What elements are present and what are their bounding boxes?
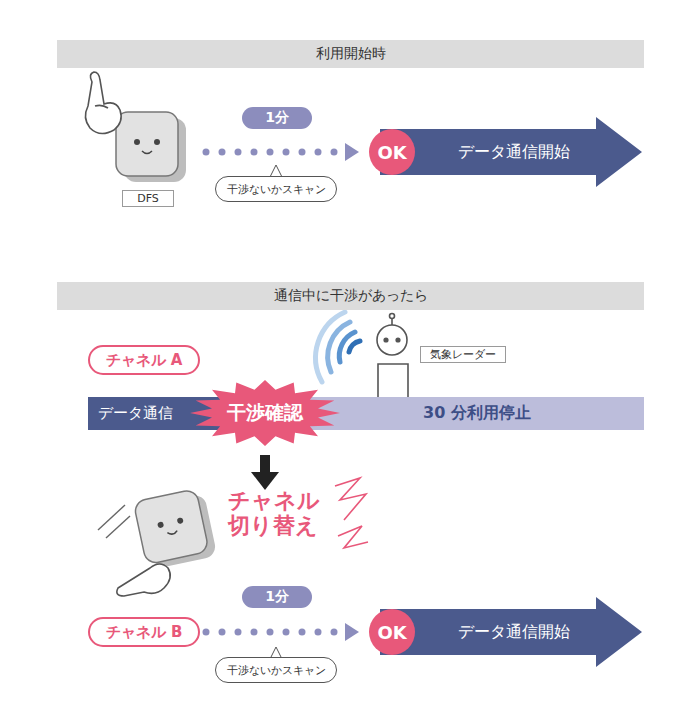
node-text: チャネル A xyxy=(106,351,183,370)
time-pill: 1分 xyxy=(242,107,312,129)
node-text: 干渉確認 xyxy=(227,400,303,426)
arrow-body xyxy=(380,597,642,667)
ok-circle: OK xyxy=(369,609,415,655)
node-text: OK xyxy=(377,622,406,643)
channel-pill: チャネル B xyxy=(88,617,200,647)
connector-dot xyxy=(219,629,226,636)
channel-pill: チャネル A xyxy=(88,345,200,375)
radar-label: 気象レーダー xyxy=(420,346,506,363)
node-text: 干渉ないかスキャン xyxy=(227,182,326,197)
node-text: 干渉ないかスキャン xyxy=(227,663,326,678)
radar-waves xyxy=(316,312,360,382)
node-text: 気象レーダー xyxy=(430,347,496,362)
stop-band: 30 分利用停止 xyxy=(310,397,644,430)
zigzag xyxy=(335,478,368,548)
connector-dot xyxy=(299,629,306,636)
connector-dot xyxy=(283,629,290,636)
node-text: OK xyxy=(377,142,406,163)
node-text: データ通信 xyxy=(98,404,173,423)
arrow-head xyxy=(345,623,359,641)
burst-body xyxy=(190,380,340,446)
ok-circle: OK xyxy=(369,129,415,175)
connector-dot xyxy=(251,629,258,636)
arrow-body xyxy=(380,117,642,187)
device-icon xyxy=(133,487,217,570)
device-label: DFS xyxy=(122,190,174,207)
node-text: データ通信開始 xyxy=(458,622,570,643)
result-arrow: データ通信開始 xyxy=(380,117,642,187)
node-text: 1分 xyxy=(265,588,289,606)
connector-dot xyxy=(331,629,338,636)
node-text: チャネル B xyxy=(106,623,183,642)
node-text: 通信中に干渉があったら xyxy=(274,287,428,305)
motion-lines xyxy=(98,505,130,538)
connector-dot xyxy=(235,629,242,636)
switch-label: チャネル 切り替え xyxy=(228,488,328,539)
node-text: 1分 xyxy=(265,109,289,127)
time-pill: 1分 xyxy=(242,586,312,608)
radar-icon xyxy=(377,314,408,399)
down-arrow xyxy=(251,455,279,490)
interference-burst: 干渉確認 xyxy=(190,380,340,446)
dotted-connector xyxy=(203,623,360,641)
node-text: データ通信開始 xyxy=(458,142,570,163)
result-arrow: データ通信開始 xyxy=(380,597,642,667)
node-text: 30 分利用停止 xyxy=(423,403,531,424)
speech-bubble: 干渉ないかスキャン xyxy=(215,657,337,683)
dotted-line xyxy=(203,143,360,161)
section-header: 通信中に干渉があったら xyxy=(57,282,644,310)
connector-dot xyxy=(267,629,274,636)
node-text: 利用開始時 xyxy=(316,45,386,63)
connector-dot xyxy=(203,629,210,636)
speech-bubble: 干渉ないかスキャン xyxy=(215,176,337,202)
device-icon xyxy=(116,112,186,182)
node-text: DFS xyxy=(137,192,159,205)
pointing-hand xyxy=(85,72,121,134)
connector-dot xyxy=(315,629,322,636)
pointing-hand xyxy=(117,564,170,596)
section-header: 利用開始時 xyxy=(57,40,644,68)
